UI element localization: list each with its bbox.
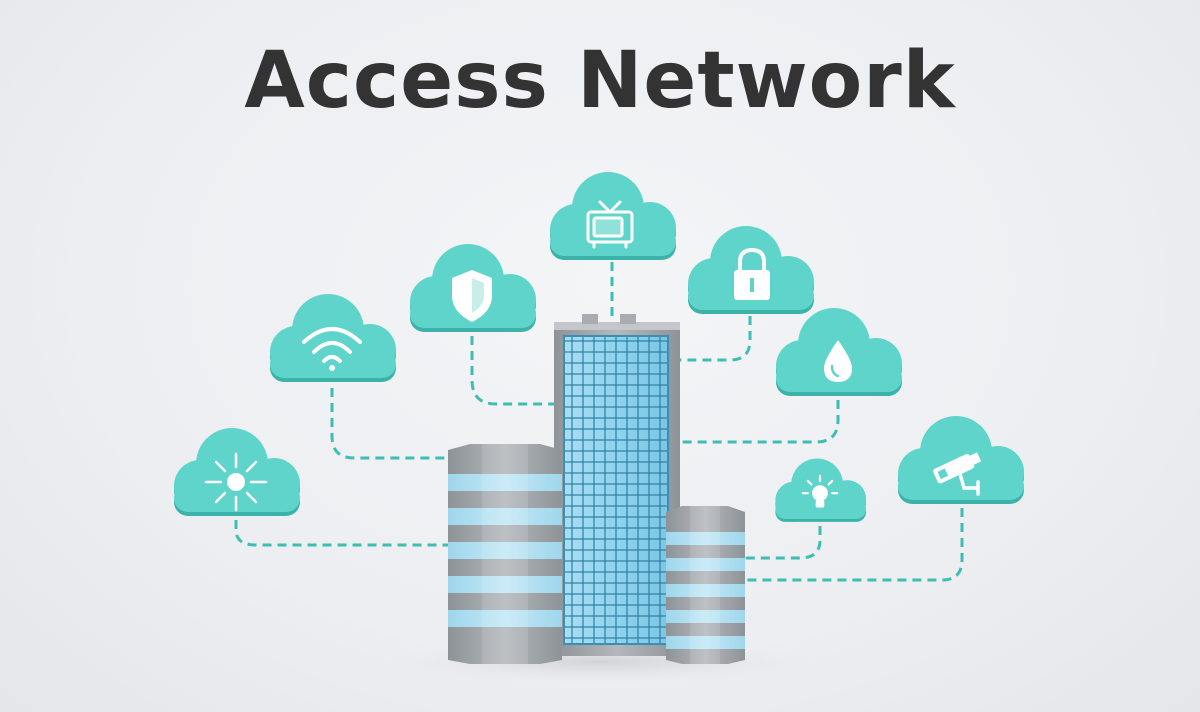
cloud-lock [688, 226, 814, 314]
cloud-bulb [775, 458, 867, 522]
tv-icon [586, 200, 634, 249]
connector-bulb [745, 526, 822, 560]
server-tower-left-icon [448, 444, 562, 664]
server-tower-right-icon [666, 506, 745, 664]
cloud-camera [898, 416, 1024, 504]
light-bulb-icon [801, 474, 839, 508]
connector-lock [680, 316, 752, 362]
office-tower-icon [554, 314, 680, 656]
wifi-icon [302, 327, 362, 371]
lock-icon [734, 247, 770, 300]
cloud-wifi [270, 294, 396, 382]
connector-camera [745, 508, 964, 582]
security-camera-icon [933, 452, 982, 496]
sun-icon [204, 452, 268, 512]
cloud-shield [410, 244, 536, 332]
cloud-tv [550, 172, 676, 260]
cloud-water [776, 308, 902, 396]
shield-icon [452, 270, 492, 322]
connector-water [680, 400, 840, 444]
cloud-sun [174, 428, 300, 516]
water-drop-icon [824, 340, 852, 382]
connector-shield [470, 336, 555, 406]
connector-wifi [330, 388, 448, 460]
page-title: Access Network [244, 36, 956, 126]
connector-lines [234, 262, 964, 582]
connector-sun [234, 520, 448, 547]
